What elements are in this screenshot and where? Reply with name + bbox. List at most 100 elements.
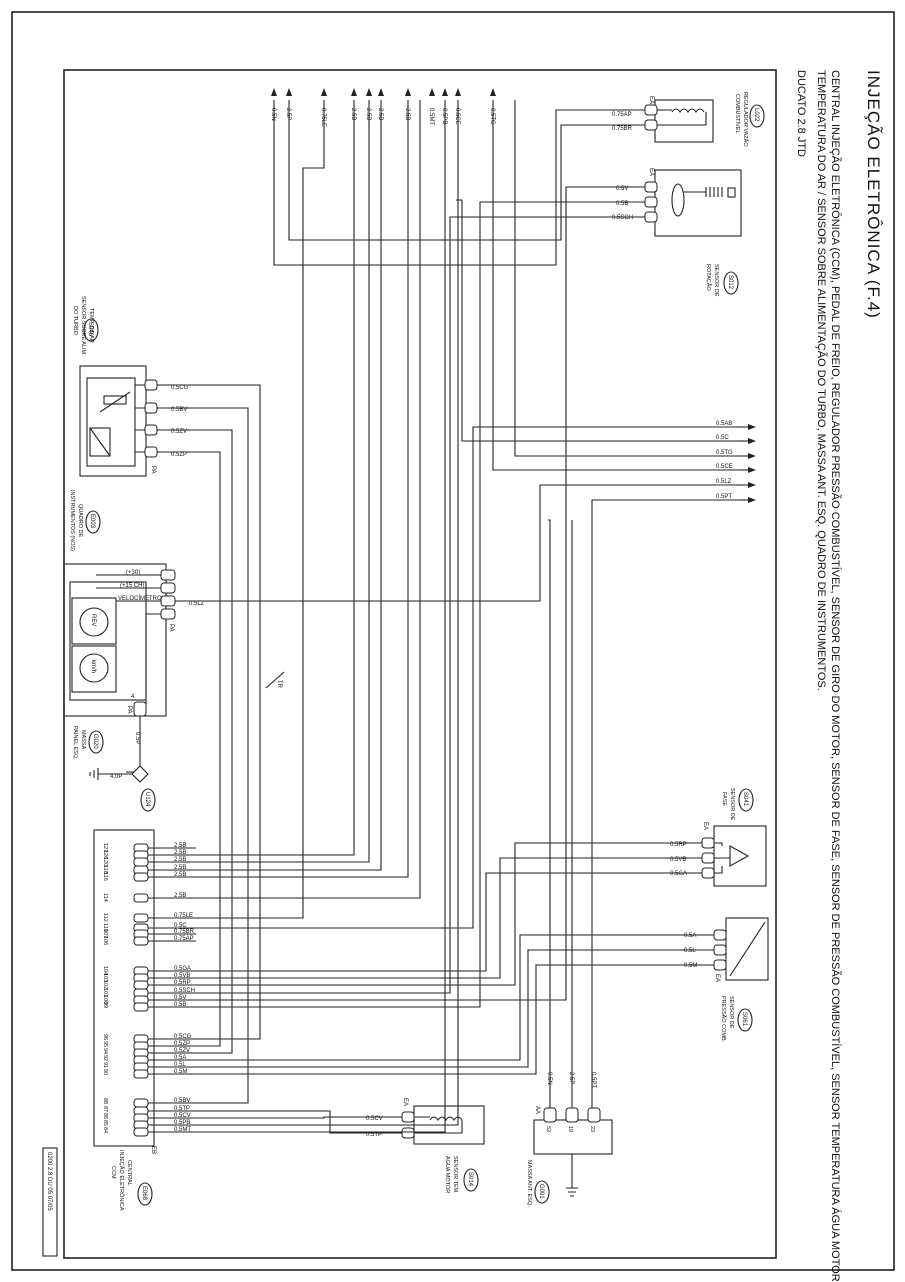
ecu-pin-number: 85 [102, 1120, 108, 1126]
l022-connector-label: EA [648, 96, 654, 104]
component-s012: EA S012 SENSOR DE ROTAÇÃO 0.5V 0.5B 0.5S… [612, 168, 742, 297]
l022-name-2: COMBUSTÍVEL [734, 94, 741, 133]
ecu-wire-label: 0.5C [174, 923, 187, 929]
right-output-label: 0.5PT [716, 494, 732, 500]
g001-pin-3: 23 [589, 1126, 595, 1132]
up-arrow-icon [490, 88, 496, 96]
s041-wire-3: 0.5GA [670, 871, 687, 877]
component-s061: EA S061 SENSOR DE PRESSÃO COMB. 0.5A 0.5… [684, 917, 769, 1043]
component-s014: EA S014 SENSOR TEM. ÁGUA MOTOR 0.5CV 0.5… [366, 1098, 485, 1194]
s012-wire-3: 0.5SCH [612, 215, 633, 221]
subtitle-line-1: CENTRAL INJEÇÃO ELETRÔNICA (CCM), PEDAL … [829, 70, 842, 1282]
component-g020-u124: G020 MASSA PAINEL ESQ. 4.0P U124 [72, 726, 156, 812]
ecu-wire-label: 0.5CG [174, 1034, 192, 1040]
g020-badge [88, 730, 104, 754]
g001-connector-label: AA [534, 1106, 540, 1114]
footer-code: 0200 2.8 DU 05 07/05 [46, 1152, 52, 1211]
e003-ground-pin: 4 [131, 694, 135, 700]
ecu-pin-number: 87 [102, 1106, 108, 1112]
s041-badge [738, 788, 754, 812]
e003-name-2: INSTRUMENTOS (NOS) [69, 490, 75, 551]
s014-wire-2: 0.5TP [366, 1132, 382, 1138]
ecu-pin-connector [133, 913, 149, 923]
up-arrow-icon [378, 88, 384, 96]
ecu-pin-number: 110 [102, 923, 108, 932]
l022-wire-1: 0.75AP [612, 112, 632, 118]
s061-wire-1: 0.5A [684, 933, 696, 939]
up-arrow-icon [271, 88, 277, 96]
right-arrow-icon [748, 482, 756, 488]
top-arrow-label: 2.5B [404, 108, 410, 120]
s041-wire-2: 0.5VB [670, 857, 686, 863]
s041-code: S041 [742, 792, 748, 807]
ecu-wire-label: 0.5SCH [174, 988, 195, 994]
g001-name-1: MASSA ANT. ESQ. [526, 1160, 532, 1207]
s012-code: S012 [727, 275, 733, 290]
e003-ground-wire: 0.5P [134, 732, 140, 744]
ecu-pin-connector [133, 1098, 149, 1108]
g001-pin-2: 19 [567, 1126, 573, 1132]
s012-connector-label: EA [648, 168, 654, 176]
g020-code: G020 [92, 734, 98, 749]
ecu-pin-connector [133, 893, 149, 903]
ecu-pin-connector [133, 936, 149, 946]
g001-wire-1: 0.5N [546, 1072, 552, 1085]
up-arrow-icon [351, 88, 357, 96]
ecu-wire-label: 0.5A [174, 1055, 186, 1061]
top-arrow-label: 2.5B [365, 108, 371, 120]
ecu-wire-label: 0.75LE [174, 913, 193, 919]
ecu-pin-number: 96 [102, 1034, 108, 1040]
ecu-wire-label: 0.75BR [174, 929, 195, 935]
ecu-wire-label: 0.5ZP [174, 1041, 190, 1047]
s046-badge [83, 318, 99, 342]
ecu-wire-label: 0.5VB [174, 973, 190, 979]
s012-name-2: ROTAÇÃO [705, 264, 712, 292]
u124-wire: 4.0P [110, 774, 122, 780]
s012-wire-1: 0.5V [616, 186, 628, 192]
s041-wire-1: 0.5RP [670, 842, 687, 848]
ecu-pin-number: 112 [102, 913, 108, 922]
up-arrow-icon [366, 88, 372, 96]
s061-connector-label: EA [714, 974, 720, 982]
subtitle-line-3: DUCATO 2.8 JTD [795, 70, 807, 157]
s014-wire-1: 0.5CV [366, 1116, 383, 1122]
ecu-wire-label: 2.5B [174, 850, 186, 856]
s046-wire-3: 0.5ZV [171, 429, 187, 435]
component-e003: REV km/h (+30) (+15 CH) VELOCÍMETRO PA E… [63, 490, 205, 773]
e068-connector-label: EB [150, 1146, 156, 1154]
l022-wire-2: 0.75BR [612, 126, 633, 132]
ecu-wire-label: 0.75AP [174, 936, 194, 942]
l022-badge [749, 104, 765, 128]
up-arrow-icon [286, 88, 292, 96]
s014-name-1: SENSOR TEM. [452, 1156, 458, 1194]
g001-pin-1: 52 [545, 1126, 551, 1132]
e003-wire: 0.5LZ [189, 601, 205, 607]
ecu-wire-label: 0.5ZV [174, 1048, 190, 1054]
right-arrow-icon [748, 453, 756, 459]
twist-label: TR [276, 680, 282, 689]
s046-code: S046 [87, 322, 93, 337]
s014-badge [463, 1168, 479, 1192]
ecu-wire-label: 2.5B [174, 865, 186, 871]
top-arrow-label: 0.5MT [428, 108, 434, 125]
up-arrow-icon [455, 88, 461, 96]
right-arrow-icon [748, 467, 756, 473]
up-arrow-icon [429, 88, 435, 96]
s012-wire-2: 0.5B [616, 201, 628, 207]
e003-badge [85, 510, 101, 534]
ecu-pin-number: 118 [102, 865, 108, 874]
ecu-pin-number: 116 [102, 872, 108, 881]
component-s046: PA S046 TEMP. DO AR SENSOR SOBRE ALIM. D… [72, 296, 189, 477]
top-arrow-label: 2.5B [377, 108, 383, 120]
ecu-pin-number: 88 [102, 1098, 108, 1104]
e068-badge [137, 1182, 153, 1206]
ecu-pin-number: 104 [102, 966, 108, 975]
ecu-wire-label: 0.5M [174, 1069, 187, 1075]
ecu-pin-number: 106 [102, 936, 108, 945]
s012-badge [723, 271, 739, 295]
s046-name-3: DO TURBO [72, 306, 78, 336]
ecu-wire-label: 0.5B [174, 1002, 186, 1008]
